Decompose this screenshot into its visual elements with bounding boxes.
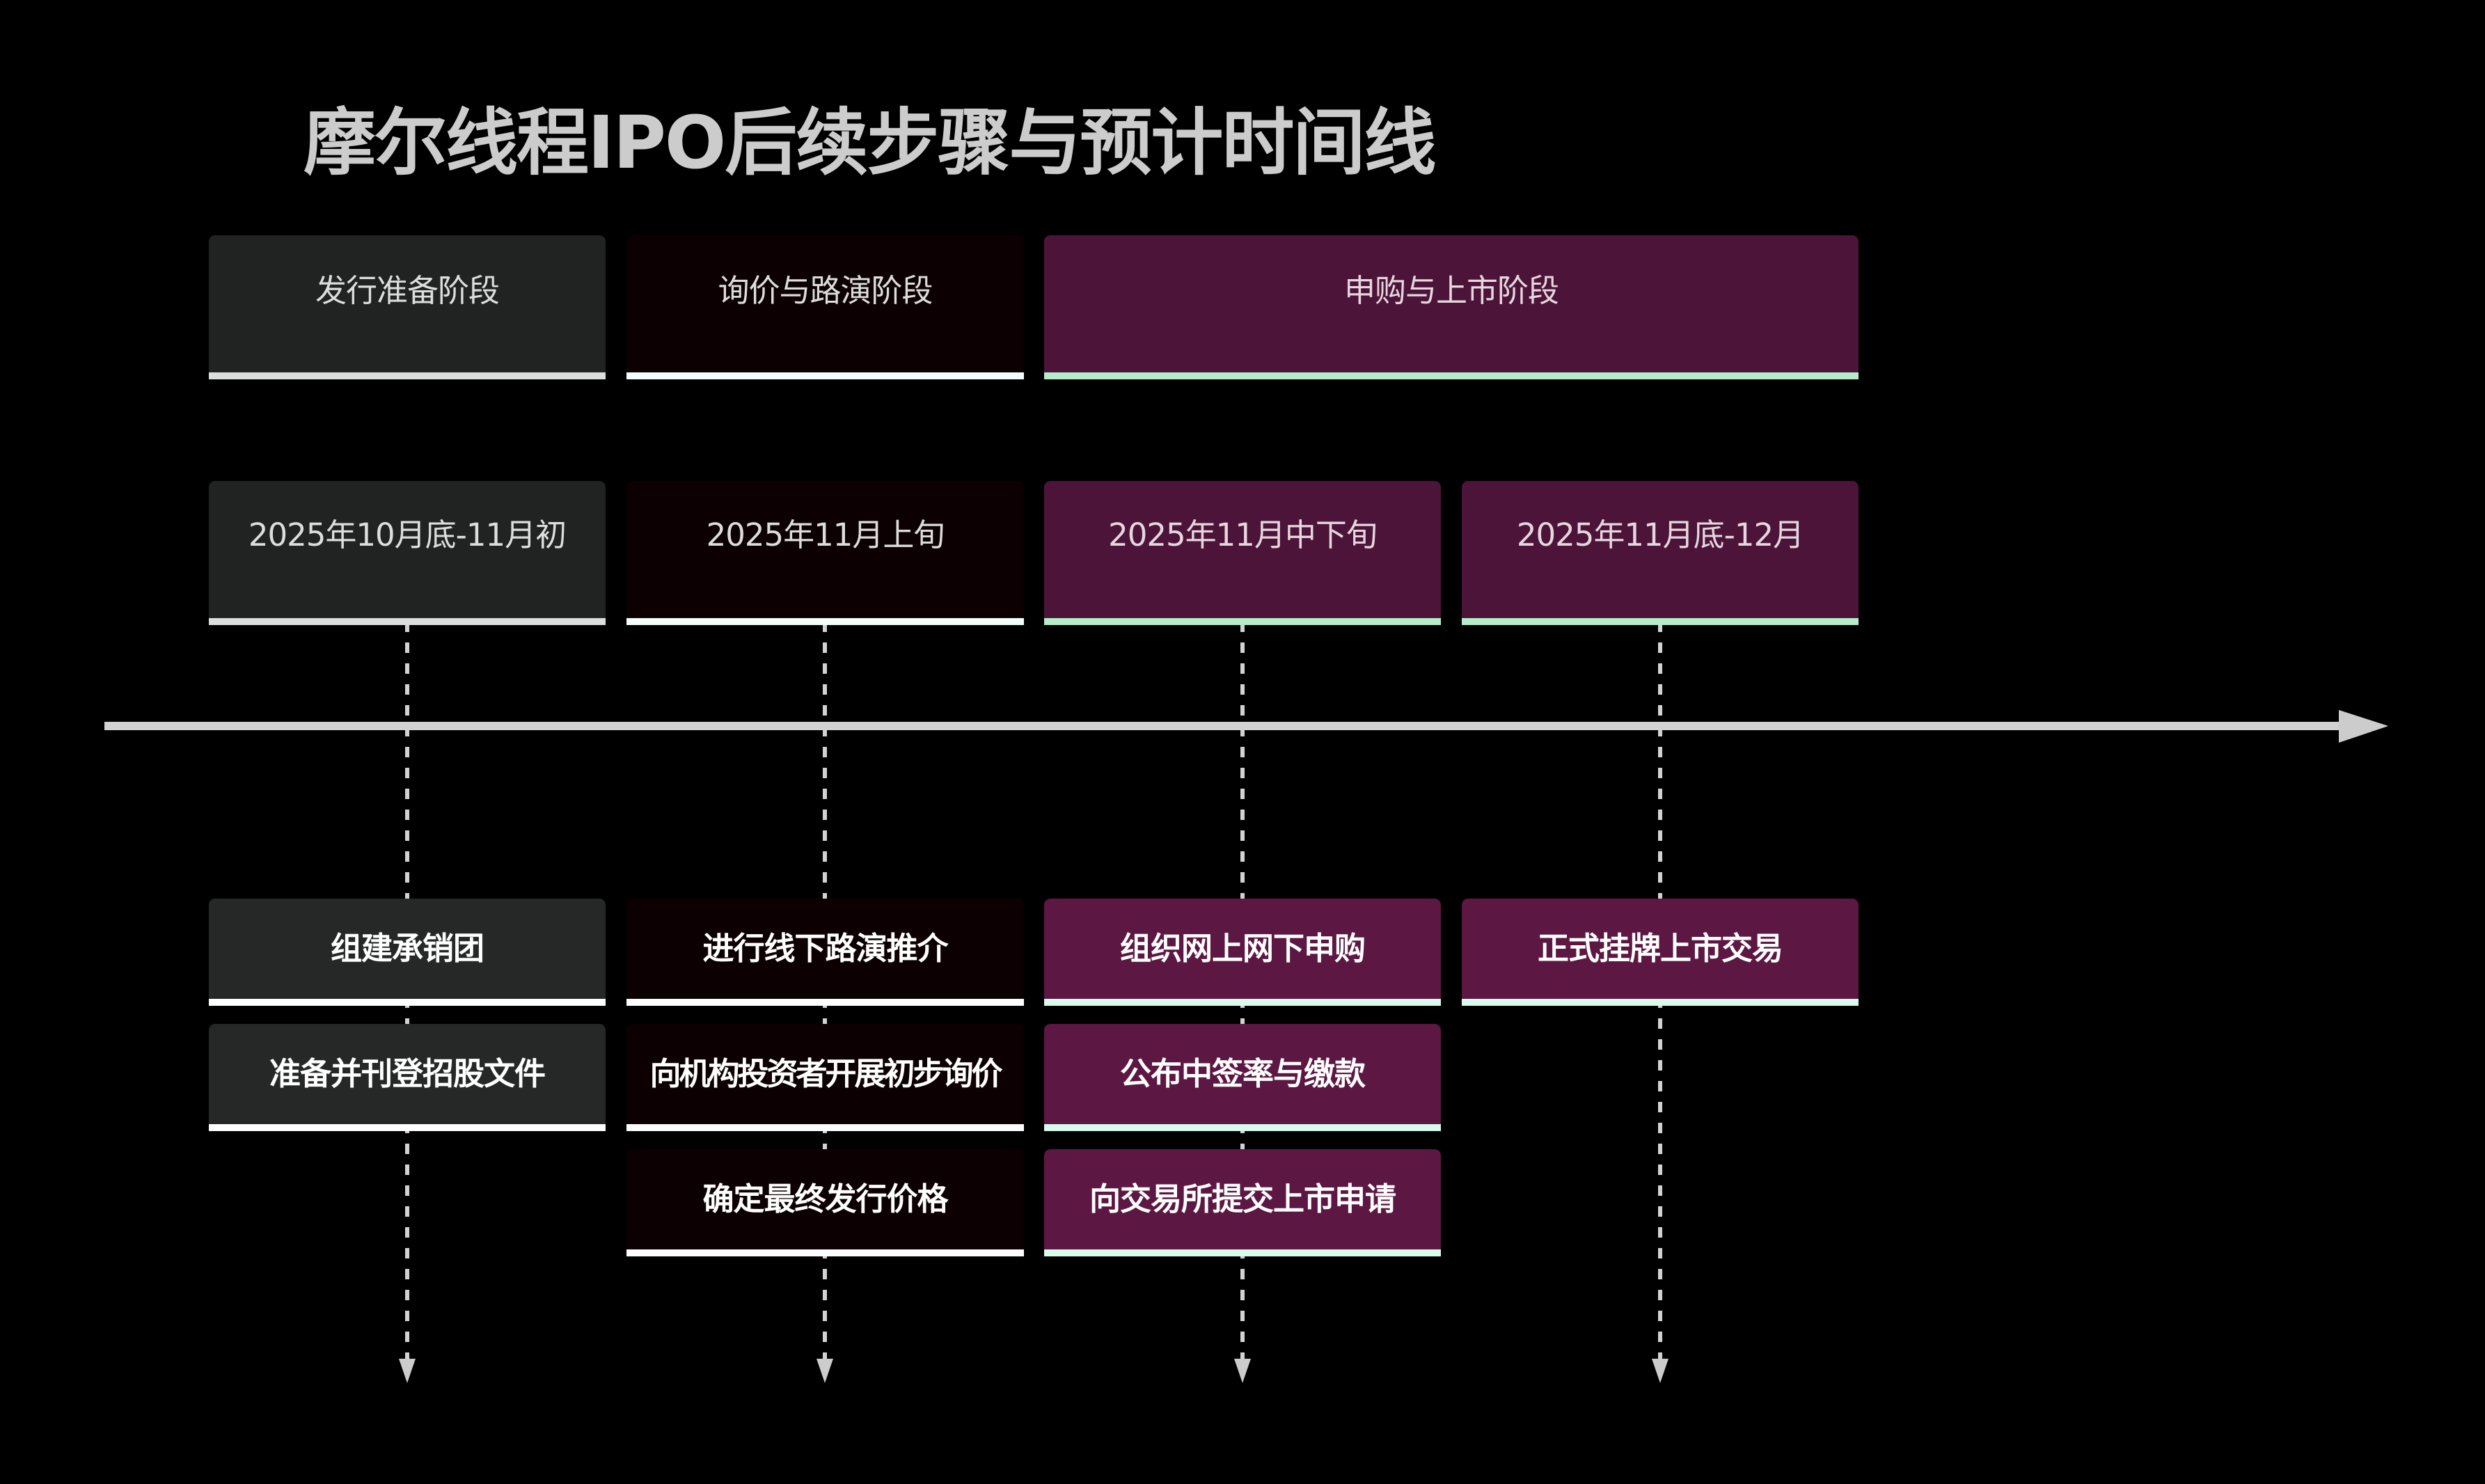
date-label: 2025年11月上旬 (706, 516, 945, 553)
date-card: 2025年11月中下旬 (1044, 481, 1441, 625)
date-card: 2025年11月上旬 (626, 481, 1024, 625)
step-card: 向机构投资者开展初步询价 (626, 1024, 1024, 1131)
step-underline (626, 1124, 1024, 1131)
step-underline (626, 999, 1024, 1006)
phase-label: 发行准备阶段 (315, 272, 500, 309)
timeline-arrowhead-icon (2339, 710, 2388, 743)
date-card: 2025年10月底-11月初 (209, 481, 606, 625)
date-label: 2025年11月底-12月 (1516, 516, 1804, 553)
page-title: 摩尔线程IPO后续步骤与预计时间线 (303, 100, 1436, 185)
date-underline (1044, 618, 1441, 625)
step-underline (209, 1124, 606, 1131)
step-underline (626, 1249, 1024, 1256)
phase-card-subscription-listing: 申购与上市阶段 (1044, 235, 1859, 379)
date-label: 2025年10月底-11月初 (248, 516, 567, 553)
phase-underline (1044, 372, 1859, 379)
step-label: 向交易所提交上市申请 (1089, 1181, 1396, 1217)
phase-card-pricing-roadshow: 询价与路演阶段 (626, 235, 1024, 379)
step-underline (1044, 999, 1441, 1006)
step-card: 组织网上网下申购 (1044, 899, 1441, 1006)
date-underline (1462, 618, 1859, 625)
date-label: 2025年11月中下旬 (1108, 516, 1378, 553)
step-card: 进行线下路演推介 (626, 899, 1024, 1006)
arrow-down-icon (1652, 1359, 1668, 1383)
step-label: 进行线下路演推介 (702, 930, 948, 967)
date-underline (626, 618, 1024, 625)
step-underline (209, 999, 606, 1006)
step-card: 公布中签率与缴款 (1044, 1024, 1441, 1131)
phase-label: 申购与上市阶段 (1343, 272, 1559, 309)
step-card: 向交易所提交上市申请 (1044, 1149, 1441, 1256)
date-underline (209, 618, 606, 625)
step-card: 确定最终发行价格 (626, 1149, 1024, 1256)
step-underline (1044, 1124, 1441, 1131)
step-label: 组织网上网下申购 (1119, 930, 1366, 967)
phase-label: 询价与路演阶段 (718, 272, 933, 309)
arrow-down-icon (1234, 1359, 1251, 1383)
step-card: 组建承销团 (209, 899, 606, 1006)
step-label: 公布中签率与缴款 (1119, 1055, 1366, 1092)
step-label: 准备并刊登招股文件 (269, 1055, 546, 1092)
timeline-axis-line (104, 722, 2342, 730)
step-card: 准备并刊登招股文件 (209, 1024, 606, 1131)
step-label: 向机构投资者开展初步询价 (649, 1055, 1002, 1092)
step-label: 确定最终发行价格 (702, 1181, 948, 1217)
step-underline (1044, 1249, 1441, 1256)
step-label: 正式挂牌上市交易 (1537, 930, 1783, 967)
phase-underline (626, 372, 1024, 379)
phase-underline (209, 372, 606, 379)
step-label: 组建承销团 (330, 930, 484, 967)
step-card: 正式挂牌上市交易 (1462, 899, 1859, 1006)
arrow-down-icon (816, 1359, 833, 1383)
step-underline (1462, 999, 1859, 1006)
phase-card-issuance-prep: 发行准备阶段 (209, 235, 606, 379)
arrow-down-icon (399, 1359, 416, 1383)
date-card: 2025年11月底-12月 (1462, 481, 1859, 625)
